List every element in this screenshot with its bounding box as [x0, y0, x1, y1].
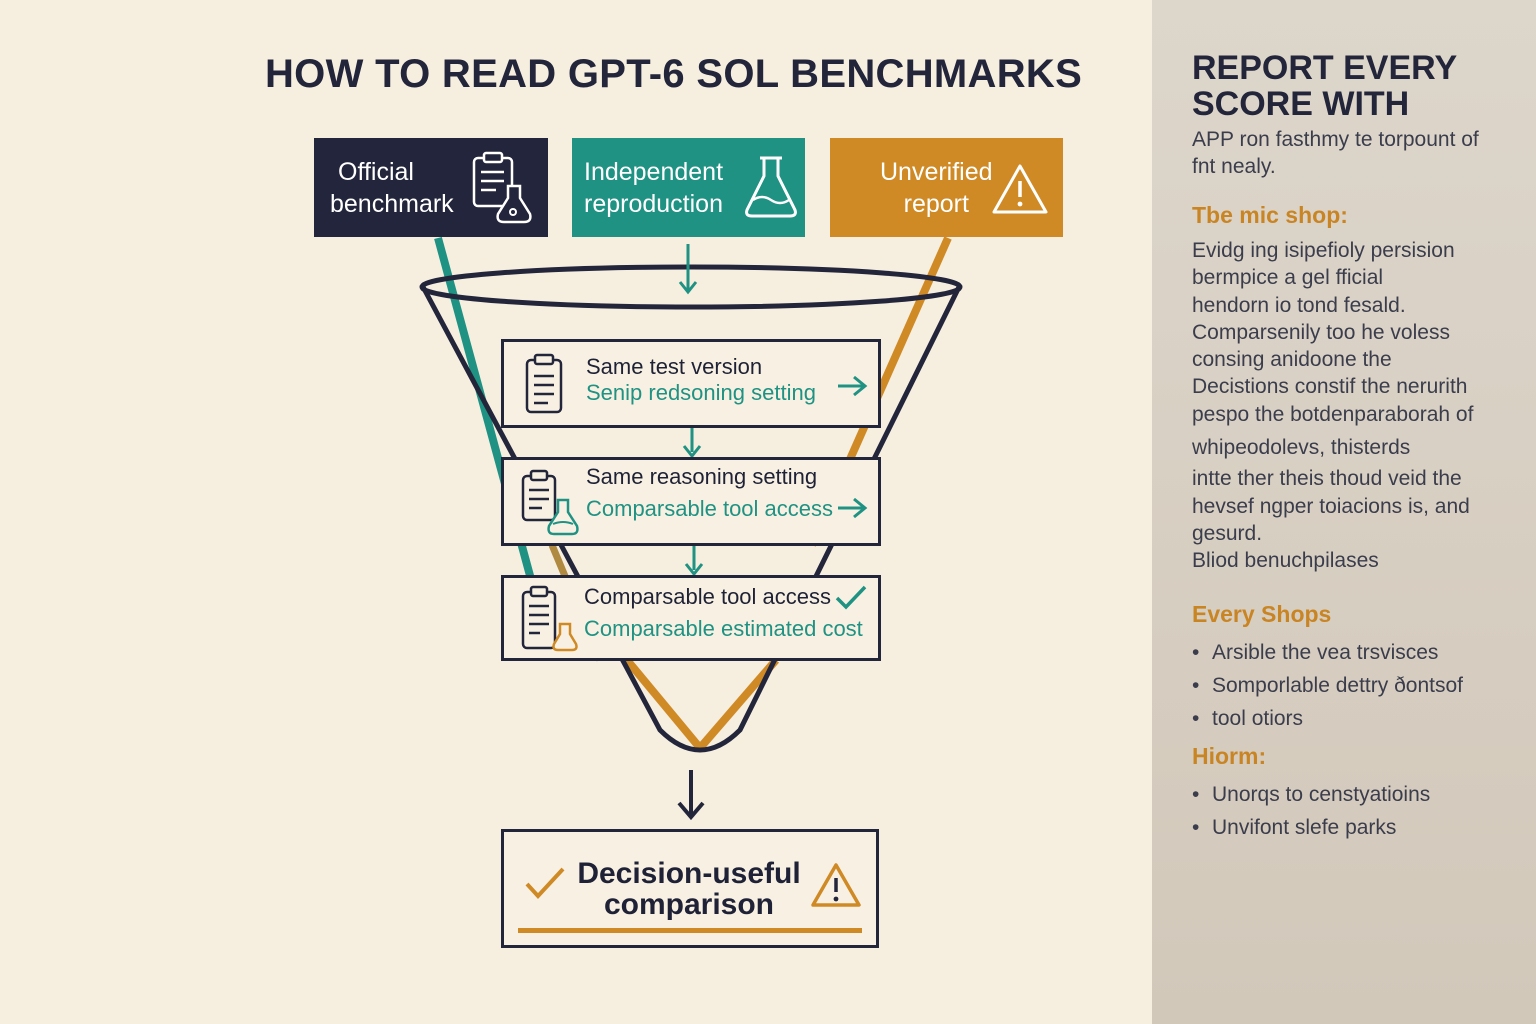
source-official-label-1: Official: [338, 157, 414, 186]
clipboard-flask-icon: [472, 151, 532, 224]
sidebar-section-3-list: Unorqs to censtyatioins Unvifont slefe p…: [1192, 778, 1496, 844]
sidebar-line: gesurd.: [1192, 521, 1263, 545]
warning-icon: [992, 164, 1048, 214]
sidebar-section-3-title: Hiorm:: [1192, 742, 1267, 769]
result-label: Decision-useful comparison: [564, 858, 814, 920]
source-independent-label-1: Independent: [584, 157, 724, 186]
filter-step-2: Same reasoning setting Comparsable tool …: [501, 457, 881, 546]
page-title: HOW TO READ GPT-6 SOL BENCHMARKS: [265, 52, 1083, 96]
result-line-2: comparison: [603, 888, 775, 921]
filter-step-1: Same test version Senip redsoning settin…: [501, 339, 881, 428]
list-item: tool otiors: [1192, 702, 1496, 735]
sidebar-line: consing anidoone the: [1192, 348, 1392, 372]
diagram-area: HOW TO READ GPT-6 SOL BENCHMARKS Officia…: [265, 52, 1083, 948]
source-independent-label-2: reproduction: [584, 189, 723, 218]
sidebar-line: Decistions constif the nerurith: [1192, 375, 1468, 399]
source-official-benchmark: Official benchmark: [314, 138, 548, 237]
result-box: Decision-useful comparison: [501, 829, 879, 948]
sidebar-line: hendorn io tond fesald.: [1192, 293, 1406, 317]
sidebar-section-2-list: Arsible the vea trsvisces Somporlable de…: [1192, 636, 1496, 735]
sidebar-line: hevsef ngper toiacions is, and: [1192, 494, 1470, 518]
sidebar-panel: REPORT EVERY SCORE WITH APP ron fasthmy …: [1152, 0, 1536, 1024]
warning-icon: [811, 863, 861, 907]
clipboard-flask-icon: [521, 585, 578, 652]
step-2-detail: Comparsable tool access: [586, 496, 834, 521]
arrow-right-icon: [838, 375, 868, 397]
step-2-title: Same reasoning setting: [586, 464, 818, 489]
sidebar-section-2-title: Every Shops: [1192, 600, 1332, 627]
clipboard-icon: [525, 353, 563, 414]
list-item: Unvifont slefe parks: [1192, 811, 1496, 844]
checkmark-icon: [525, 867, 565, 899]
sidebar-line: Comparsenily too he voless: [1192, 320, 1450, 344]
sidebar-subtext: APP ron fasthmy te torpount of fnt nealy…: [1192, 128, 1479, 178]
filter-step-3: Comparsable tool access Comparsable esti…: [501, 575, 881, 661]
amber-flow-line-lower-right: [696, 657, 780, 751]
step-1-title: Same test version: [586, 354, 763, 379]
source-unverified-label-2: report: [903, 189, 969, 218]
sidebar-line: bermpice a gel fficial: [1192, 266, 1384, 290]
funnel-rim: [419, 264, 963, 310]
flask-icon: [745, 156, 797, 218]
list-item: Unorqs to censtyatioins: [1192, 778, 1496, 811]
sidebar-line: pespo the botdenparaborah of: [1192, 402, 1474, 426]
source-official-label-2: benchmark: [330, 189, 454, 218]
list-item: Somporlable dettry ðontsof: [1192, 669, 1496, 702]
result-underline: [518, 928, 862, 933]
sidebar-heading: REPORT EVERY SCORE WITH: [1192, 49, 1457, 123]
sidebar-line: whipeodolevs, thisterds: [1192, 436, 1411, 460]
step-3-title: Comparsable tool access: [584, 584, 832, 609]
source-independent-reproduction: Independent reproduction: [572, 138, 805, 237]
sidebar-section-1-body: Evidg ing isipefioly persision bermpice …: [1192, 237, 1496, 575]
step-3-detail: Comparsable estimated cost: [584, 616, 863, 641]
list-item: Arsible the vea trsvisces: [1192, 636, 1496, 669]
checkmark-icon: [835, 585, 867, 610]
source-unverified-label-1: Unverified: [880, 157, 993, 186]
sidebar-line: intte ther theis thoud veid the: [1192, 467, 1462, 491]
source-unverified-report: Unverified report: [830, 138, 1063, 237]
sidebar-line: Bliod benuchpilases: [1192, 549, 1379, 573]
step-1-detail: Senip redsoning setting: [586, 380, 816, 405]
sidebar-line: Evidg ing isipefioly persision: [1192, 239, 1455, 262]
sidebar-section-1-title: Tbe mic shop:: [1192, 202, 1348, 228]
result-line-1: Decision-useful: [577, 857, 801, 890]
amber-flow-line-lower-left: [623, 657, 704, 751]
funnel-outline: [419, 283, 963, 753]
clipboard-flask-icon: [521, 469, 579, 536]
arrow-right-icon: [838, 497, 868, 519]
